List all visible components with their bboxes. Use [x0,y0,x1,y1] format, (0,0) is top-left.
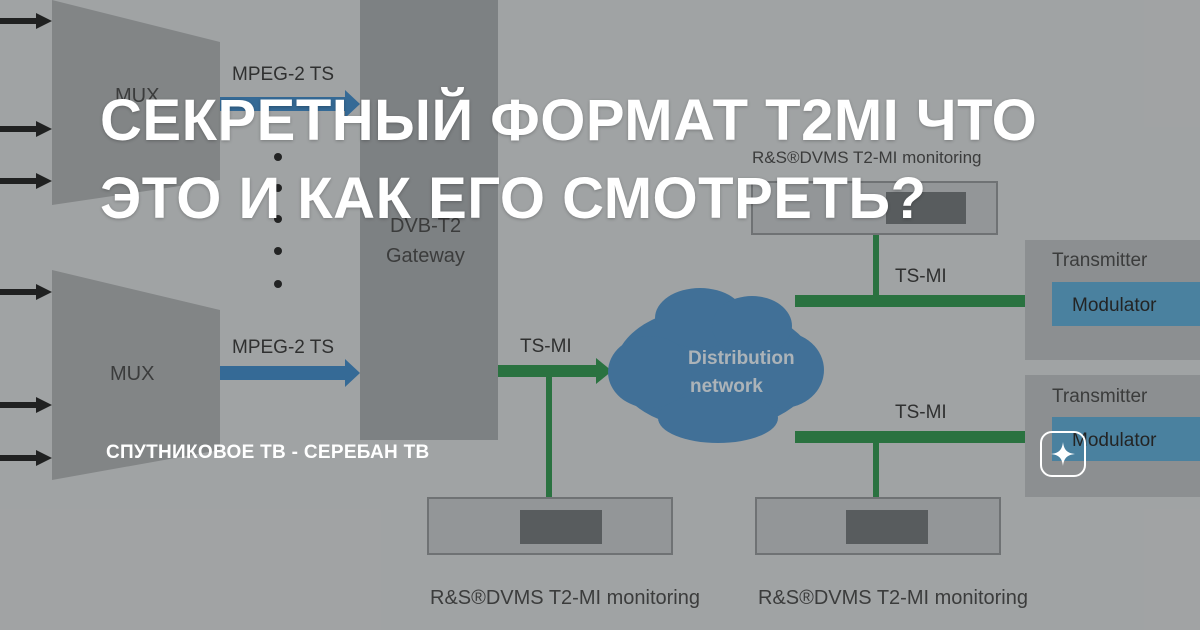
transmitter-top-label: Transmitter [1052,250,1148,271]
mux-top [52,0,220,205]
input-arrows [0,13,52,466]
distribution-network-cloud [608,288,824,443]
modulator-top [1052,282,1200,326]
mpeg-arrow-bottom [220,366,345,380]
gateway-box [360,0,498,440]
mpeg-top-label: MPEG-2 TS [232,64,334,85]
gateway-label-1: DVB-T2 [390,215,461,237]
modulator-bottom-label: Modulator [1072,430,1157,451]
more-inputs-dots [274,153,282,288]
mpeg-bottom-label: MPEG-2 TS [232,337,334,358]
tsmi-gateway-arrow [498,365,598,377]
tsmi-top-label: TS-MI [895,266,947,287]
tsmi-bottom-line [795,431,1035,443]
modulator-top-label: Modulator [1072,295,1157,316]
monitoring-bottom-right-label: R&S®DVMS T2-MI monitoring [758,587,1028,609]
tsmi-gateway-label: TS-MI [520,336,572,357]
monitoring-bottom-left-label: R&S®DVMS T2-MI monitoring [430,587,700,609]
mux-bottom-label: MUX [110,363,154,385]
tsmi-bottom-label: TS-MI [895,402,947,423]
monitoring-top-label: R&S®DVMS T2-MI monitoring [752,148,982,167]
channel-name[interactable]: СПУТНИКОВОЕ ТВ - СЕРЕБАН ТВ [106,442,430,463]
transmitter-bottom-label: Transmitter [1052,386,1148,407]
network-label-2: network [690,376,763,397]
sparkle-star-icon[interactable] [1040,431,1086,477]
mux-bottom [52,270,220,480]
network-label-1: Distribution [688,348,795,369]
article-title[interactable]: СЕКРЕТНЫЙ ФОРМАТ T2MI ЧТО ЭТО И КАК ЕГО … [100,88,1038,231]
mux-top-label: MUX [115,85,159,107]
tsmi-top-line [795,295,1035,307]
mpeg-arrow-top [220,97,345,111]
gateway-label-2: Gateway [386,245,465,267]
